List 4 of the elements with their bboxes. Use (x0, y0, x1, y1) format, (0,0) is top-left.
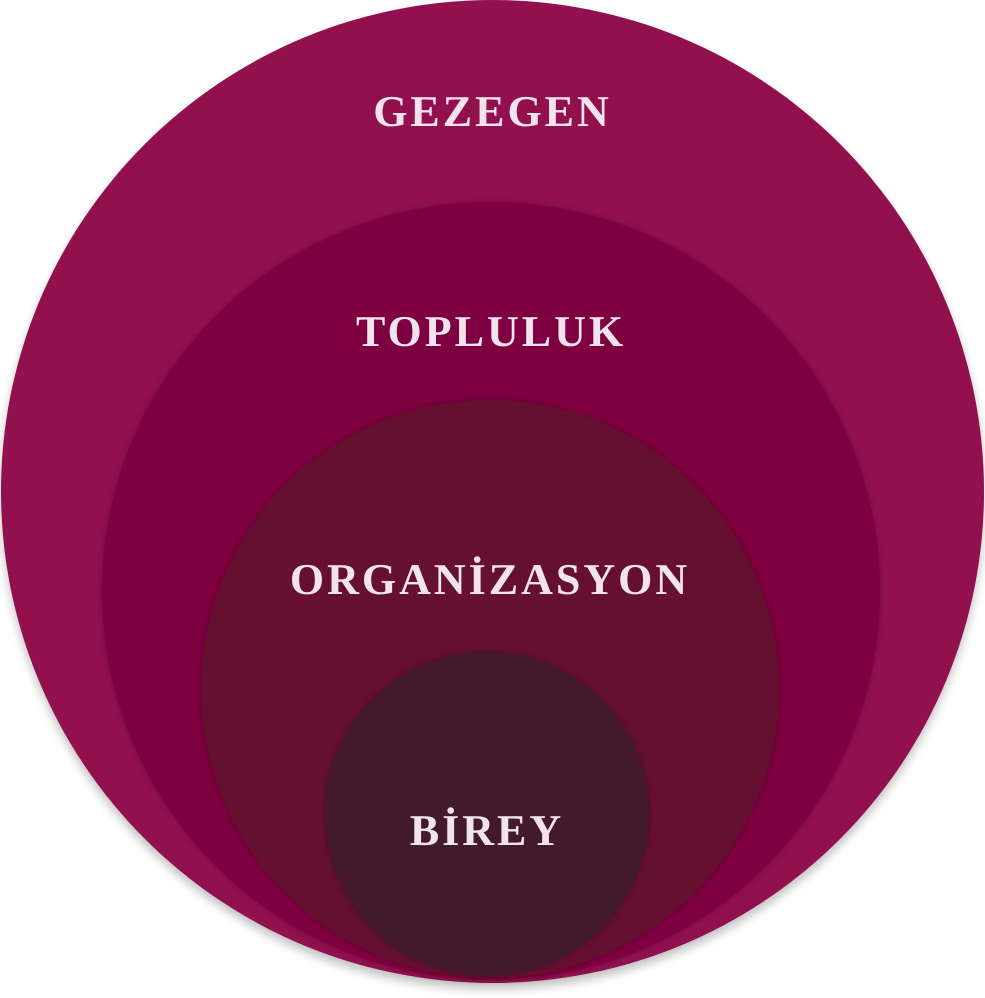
circle-label: GEZEGEN (373, 90, 612, 134)
circle-label: ORGANİZASYON (290, 558, 690, 602)
circle-label: TOPLULUK (356, 310, 626, 354)
circle-label: BİREY (410, 809, 564, 853)
